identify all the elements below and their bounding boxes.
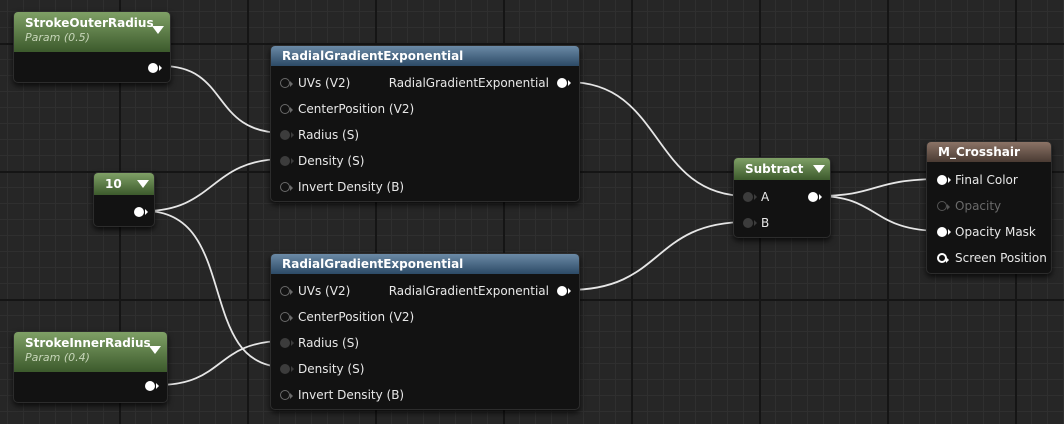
input-label: Opacity — [955, 199, 1002, 213]
radial-gradient-bottom-title: RadialGradientExponential — [282, 257, 464, 271]
input-row[interactable]: Radius (S) — [280, 125, 359, 145]
stroke-inner-radius-header[interactable]: StrokeInnerRadius Param (0.4) — [14, 332, 167, 372]
collapse-arrow-icon[interactable] — [137, 180, 149, 188]
radial-gradient-bottom-output-pin[interactable] — [557, 286, 571, 296]
input-row[interactable]: CenterPosition (V2) — [280, 99, 414, 119]
radial-gradient-top-title: RadialGradientExponential — [282, 49, 464, 63]
stroke-inner-radius-title: StrokeInnerRadius — [25, 336, 151, 350]
input-label: Density (S) — [298, 362, 365, 376]
stroke-inner-radius-subtitle: Param (0.4) — [25, 351, 90, 364]
wire-outer-to-radius — [161, 65, 285, 134]
invert-density-input-pin[interactable] — [280, 182, 293, 192]
radius-input-pin[interactable] — [280, 338, 294, 348]
density-input-pin[interactable] — [280, 156, 294, 166]
final-color-input-pin[interactable] — [937, 175, 951, 185]
radial-gradient-bottom-header[interactable]: RadialGradientExponential — [271, 254, 579, 274]
stroke-outer-radius-subtitle: Param (0.5) — [25, 31, 90, 44]
subtract-title: Subtract — [745, 162, 804, 176]
stroke-inner-radius-output-pin[interactable] — [145, 381, 159, 391]
opacity-mask-input-pin[interactable] — [937, 227, 951, 237]
invert-density-input-pin[interactable] — [280, 390, 293, 400]
uvs-input-pin[interactable] — [280, 78, 293, 88]
input-label: A — [761, 190, 770, 204]
stroke-outer-radius-title: StrokeOuterRadius — [25, 16, 154, 30]
input-label: Final Color — [955, 173, 1018, 187]
radial-gradient-bottom-node[interactable]: RadialGradientExponential UVs (V2) Cente… — [270, 253, 580, 410]
uvs-input-pin[interactable] — [280, 286, 293, 296]
wire-rge-bottom-to-b — [567, 221, 748, 291]
input-row[interactable]: UVs (V2) — [280, 281, 350, 301]
input-row[interactable]: Final Color — [937, 170, 1018, 190]
material-result-node[interactable]: M_Crosshair Final Color Opacity Opacity … — [926, 141, 1052, 274]
output-row[interactable]: RadialGradientExponential — [388, 281, 571, 301]
input-row[interactable]: A — [743, 187, 769, 207]
collapse-arrow-icon[interactable] — [149, 346, 161, 354]
collapse-arrow-icon[interactable] — [813, 165, 825, 173]
input-label: Invert Density (B) — [298, 388, 405, 402]
input-label: Opacity Mask — [955, 225, 1036, 239]
input-row[interactable]: Opacity Mask — [937, 222, 1036, 242]
wire-const-to-density-top — [144, 158, 285, 212]
input-label: CenterPosition (V2) — [298, 310, 415, 324]
screen-position-input-pin[interactable] — [937, 253, 949, 263]
input-row[interactable]: Invert Density (B) — [280, 177, 404, 197]
input-row[interactable]: B — [743, 213, 769, 233]
input-row[interactable]: Density (S) — [280, 359, 364, 379]
material-title: M_Crosshair — [938, 145, 1020, 159]
subtract-a-input-pin[interactable] — [743, 192, 757, 202]
input-label: UVs (V2) — [298, 76, 351, 90]
subtract-node[interactable]: Subtract A B — [733, 157, 831, 238]
wire-subtract-to-final-color — [816, 178, 943, 197]
input-label: Screen Position — [955, 251, 1047, 265]
stroke-outer-radius-node[interactable]: StrokeOuterRadius Param (0.5) — [13, 11, 171, 83]
output-row[interactable]: RadialGradientExponential — [388, 73, 571, 93]
center-position-input-pin[interactable] — [280, 312, 293, 322]
input-label: Invert Density (B) — [298, 180, 405, 194]
stroke-outer-radius-output-pin[interactable] — [148, 63, 162, 73]
wire-rge-top-to-a — [567, 81, 748, 197]
center-position-input-pin[interactable] — [280, 104, 293, 114]
output-label: RadialGradientExponential — [388, 284, 549, 298]
constant-node[interactable]: 10 — [93, 172, 155, 227]
input-row[interactable]: Invert Density (B) — [280, 385, 404, 405]
radial-gradient-top-node[interactable]: RadialGradientExponential UVs (V2) Cente… — [270, 45, 580, 202]
collapse-arrow-icon[interactable] — [152, 26, 164, 34]
input-row[interactable]: Radius (S) — [280, 333, 359, 353]
wire-inner-to-radius — [157, 340, 285, 386]
constant-output-pin[interactable] — [134, 207, 148, 217]
subtract-output-pin[interactable] — [808, 192, 822, 202]
constant-value: 10 — [105, 177, 122, 191]
stroke-inner-radius-node[interactable]: StrokeInnerRadius Param (0.4) — [13, 331, 168, 403]
constant-header[interactable]: 10 — [94, 173, 154, 195]
input-label: CenterPosition (V2) — [298, 102, 415, 116]
output-label: RadialGradientExponential — [388, 76, 549, 90]
input-row[interactable]: UVs (V2) — [280, 73, 350, 93]
subtract-header[interactable]: Subtract — [734, 158, 830, 180]
opacity-input-pin[interactable] — [937, 201, 950, 211]
input-row[interactable]: Density (S) — [280, 151, 364, 171]
radial-gradient-top-output-pin[interactable] — [557, 78, 571, 88]
material-header[interactable]: M_Crosshair — [927, 142, 1051, 162]
input-row[interactable]: CenterPosition (V2) — [280, 307, 414, 327]
input-label: Radius (S) — [298, 128, 360, 142]
stroke-outer-radius-header[interactable]: StrokeOuterRadius Param (0.5) — [14, 12, 170, 52]
radius-input-pin[interactable] — [280, 130, 294, 140]
input-row[interactable]: Opacity — [937, 196, 1001, 216]
input-label: UVs (V2) — [298, 284, 351, 298]
density-input-pin[interactable] — [280, 364, 294, 374]
input-label: B — [761, 216, 770, 230]
radial-gradient-top-header[interactable]: RadialGradientExponential — [271, 46, 579, 66]
wire-subtract-to-opacity-mask — [816, 195, 943, 232]
input-row[interactable]: Screen Position — [937, 248, 1047, 268]
input-label: Density (S) — [298, 154, 365, 168]
subtract-b-input-pin[interactable] — [743, 218, 757, 228]
input-label: Radius (S) — [298, 336, 360, 350]
